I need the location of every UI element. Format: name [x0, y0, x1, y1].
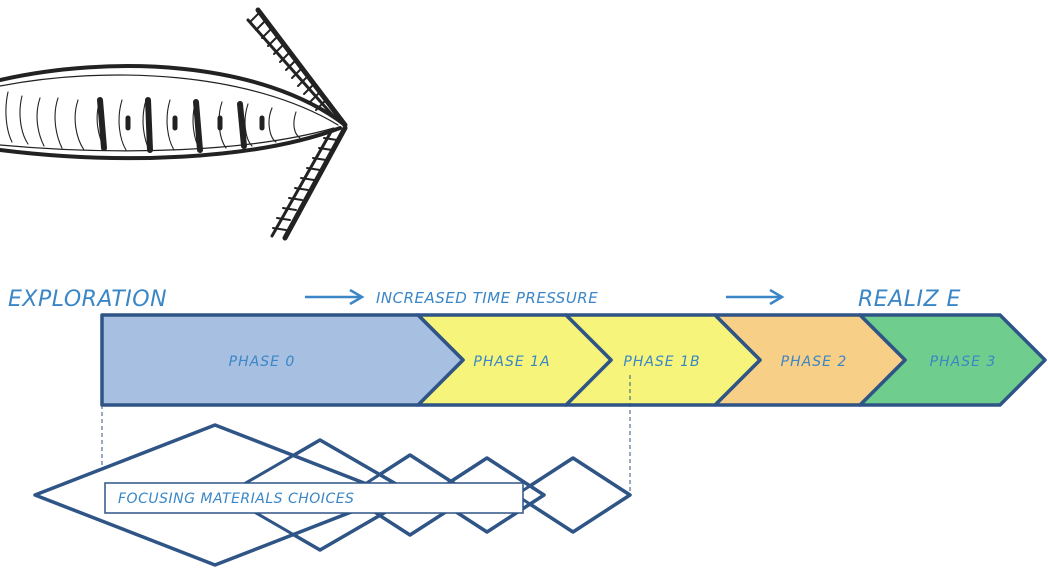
phase-1a-label: PHASE 1A — [473, 354, 550, 370]
time-pressure-arrow-right-icon — [726, 288, 785, 306]
exploration-label: EXPLORATION — [8, 287, 167, 312]
focus-box-label: FOCUSING MATERIALS CHOICES — [118, 491, 354, 507]
realize-label: REALIZ E — [858, 287, 961, 312]
sketch-arrow-icon — [0, 7, 348, 241]
focus-box — [104, 482, 524, 514]
time-pressure-label: INCREASED TIME PRESSURE — [376, 289, 598, 307]
phase-2-label: PHASE 2 — [781, 354, 848, 370]
time-pressure-arrow-left-icon — [305, 288, 365, 306]
phase-1b-label: PHASE 1B — [623, 354, 700, 370]
phase-3-label: PHASE 3 — [930, 354, 997, 370]
phase-0-label: PHASE 0 — [229, 354, 296, 370]
phase-0-shape — [100, 313, 465, 407]
